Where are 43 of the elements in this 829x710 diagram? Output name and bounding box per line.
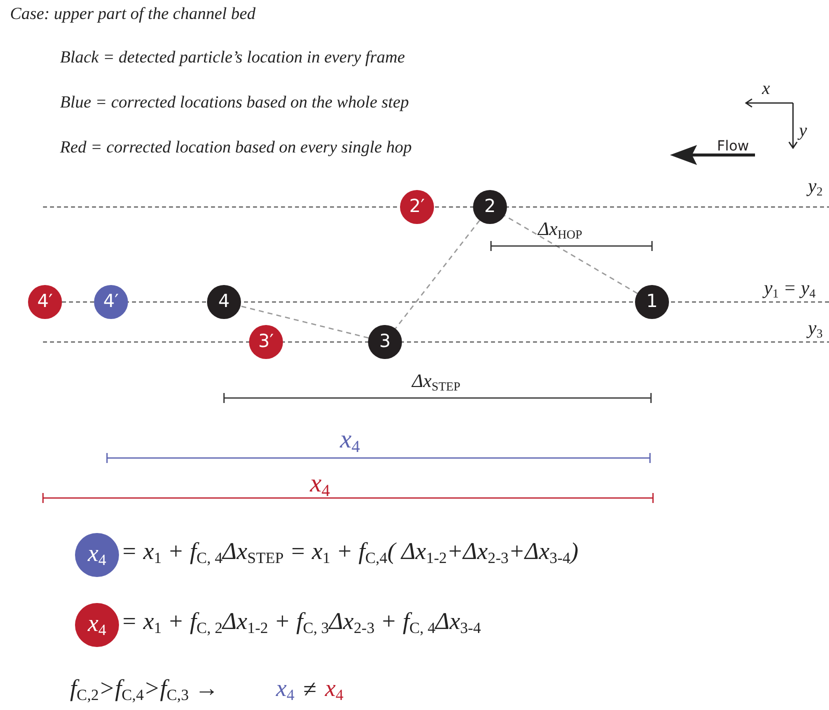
circle-label: 3 bbox=[379, 333, 391, 351]
flow-label: Flow bbox=[717, 139, 749, 155]
circle-label: 4′ bbox=[103, 293, 119, 311]
particle-circle bbox=[635, 285, 669, 319]
circle-label: 4′ bbox=[37, 293, 53, 311]
title: Case: upper part of the channel bed bbox=[10, 4, 256, 24]
label: x bbox=[762, 79, 770, 99]
label: ≠ bbox=[303, 676, 316, 704]
particle-circle bbox=[400, 190, 434, 224]
particle-circle bbox=[473, 190, 507, 224]
particle-circle bbox=[75, 533, 119, 577]
label: Δx$_{HOP}$ bbox=[538, 220, 582, 242]
circle-label: x$_{4}$ bbox=[88, 612, 106, 638]
particle-circle bbox=[75, 603, 119, 647]
particle-circle bbox=[94, 285, 128, 319]
trajectory-line bbox=[240, 305, 369, 339]
label: Blue = corrected locations based on the whole step bbox=[60, 94, 409, 112]
label: x$_{4}$ bbox=[325, 676, 344, 704]
circle-label: 2′ bbox=[409, 198, 425, 216]
label: y$_{3}$ bbox=[808, 319, 823, 341]
label: f$_{C,2}$>f$_{C,4}$>f$_{C,3}$ → bbox=[70, 676, 219, 704]
label: y$_{2}$ bbox=[808, 177, 823, 199]
particle-circle bbox=[28, 285, 62, 319]
circle-label: 4 bbox=[218, 293, 230, 311]
circle-label: x$_{4}$ bbox=[88, 542, 106, 568]
label: x$_{4}$ bbox=[276, 676, 294, 704]
label: y bbox=[799, 121, 807, 141]
equation: = x$_{1}$ + f$_{C, 4}$Δx$_{STEP}$ = x$_{1}$ + f$_{C,4}$( Δx$_{1-2}$+Δx$_{2-3}$+Δx$_{3-4}$) bbox=[121, 538, 578, 568]
equation: = x$_{1}$ + f$_{C, 2}$Δx$_{1-2}$ + f$_{C, 3}$Δx$_{2-3}$ + f$_{C, 4}$Δx$_{3-4}$ bbox=[121, 608, 481, 638]
label: Δx$_{STEP}$ bbox=[412, 372, 460, 394]
label: x$_{4}$ bbox=[340, 426, 360, 456]
circle-label: 1 bbox=[646, 293, 658, 311]
particle-circle bbox=[368, 325, 402, 359]
label: x$_{4}$ bbox=[310, 470, 330, 500]
trajectory-line bbox=[504, 215, 638, 294]
circle-label: 3′ bbox=[258, 333, 274, 351]
trajectory-line bbox=[394, 220, 480, 329]
circle-label: 2 bbox=[484, 198, 496, 216]
label: Red = corrected location based on every single hop bbox=[60, 138, 412, 158]
label: Black = detected particle’s location in every frame bbox=[60, 48, 405, 68]
label: y$_{1}$ = y$_{4}$ bbox=[764, 279, 816, 301]
particle-circle bbox=[249, 325, 283, 359]
particle-circle bbox=[207, 285, 241, 319]
